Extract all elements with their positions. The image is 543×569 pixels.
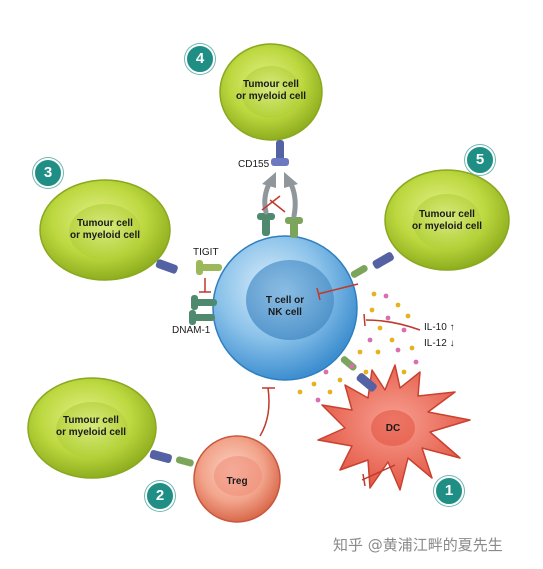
tumour-cell-2 [27,377,157,479]
tigit-receptor [196,260,222,275]
cd155-label: CD155 [238,159,270,170]
badge-3: 3 [33,158,63,188]
receptor-top-left [257,213,275,236]
tumour-cell-5 [384,169,510,271]
inhibit-dc-to-tcell [316,283,359,301]
cytokine-dots [297,291,419,403]
t-cell [212,235,358,381]
badge-5: 5 [465,145,495,175]
dnam1-label: DNAM-1 [172,325,211,336]
tumour-cell-3 [39,179,171,281]
dc-label: DC [385,423,401,434]
receptor-top-right [285,217,303,238]
inhibit-cytokine-line [361,313,421,487]
il10-label: IL-10 ↑ [424,322,455,333]
badge-1: 1 [434,476,464,506]
dnam1-receptors [189,295,217,325]
inhibit-mark-tigit [199,278,211,293]
cd155-ligand-top [271,140,289,166]
watermark-text: 知乎 @黄浦江畔的夏先生 [333,536,503,554]
il12-label: IL-12 ↓ [424,338,455,349]
treg-cell [193,435,281,523]
inhibit-treg-to-tcell [259,387,275,437]
arrow-head-left [262,172,276,188]
badge-2: 2 [145,481,175,511]
inhibit-mark-top [261,195,286,213]
tumour-cell-4 [219,43,323,141]
dendritic-cell [317,364,471,491]
badge-4: 4 [185,44,215,74]
cd155-ligand-left [155,259,178,274]
receptor-treg [149,449,194,467]
tigit-label: TIGIT [193,247,219,258]
treg-label: Treg [226,476,248,487]
arrow-head-right [284,172,298,188]
receptor-right [350,252,394,278]
